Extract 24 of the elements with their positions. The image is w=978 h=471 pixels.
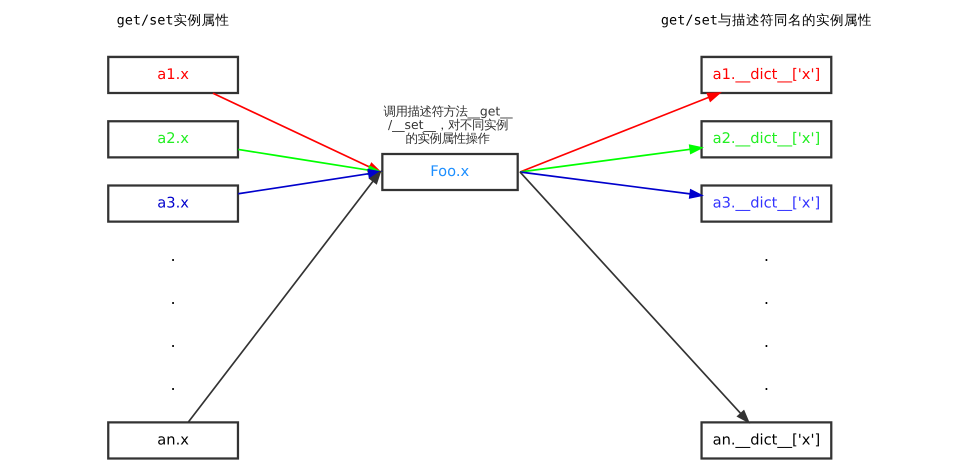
arrow <box>519 144 704 172</box>
node-box: a2.x <box>106 120 239 158</box>
node-label: 调用描述符方法__get__/__set__，对不同实例的实例属性操作 <box>382 102 512 145</box>
node-box: a1.__dict__['x'] <box>700 55 832 94</box>
node-box: a1.x <box>106 55 239 94</box>
label: . <box>168 377 177 394</box>
arrow <box>519 170 704 198</box>
arrow <box>519 92 722 172</box>
label: get/set实例属性 <box>116 12 230 28</box>
node-box: an.x <box>106 420 239 460</box>
node-box: a3.__dict__['x'] <box>700 184 832 222</box>
label: . <box>168 292 177 308</box>
node-box: Foo.x <box>380 152 518 191</box>
label: . <box>168 248 177 265</box>
label: . <box>762 377 770 394</box>
node-box: a3.x <box>106 184 239 222</box>
node-box: an.__dict__['x'] <box>700 420 832 460</box>
label: . <box>762 292 770 308</box>
label: . <box>762 248 770 265</box>
label: . <box>762 334 770 350</box>
node-box: a2.__dict__['x'] <box>700 120 832 158</box>
arrow <box>518 170 750 424</box>
label: get/set与描述符同名的实例属性 <box>660 12 872 28</box>
label: . <box>168 334 177 350</box>
